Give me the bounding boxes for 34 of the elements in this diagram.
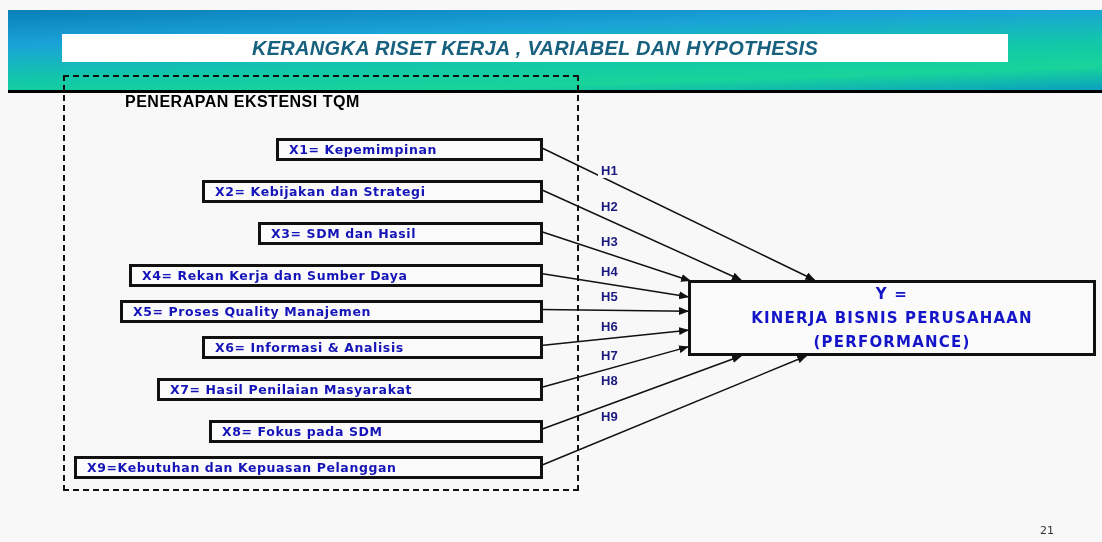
edge-label: H8: [598, 373, 621, 388]
variable-box: [74, 456, 543, 479]
variable-heading: Y =: [874, 284, 910, 305]
edge-label: H5: [598, 289, 621, 304]
group-heading: PENERAPAN EKSTENSI TQM: [125, 93, 360, 111]
edge-label: H1: [598, 163, 621, 178]
dashed-group-frame: [63, 75, 579, 491]
variable-text: X3= SDM dan Hasil: [271, 226, 417, 241]
variable-text: X2= Kebijakan dan Strategi: [215, 184, 426, 199]
edge-label: H7: [598, 348, 621, 363]
edge-label: H4: [598, 264, 621, 279]
variable-box: [157, 378, 543, 401]
variable-box: [202, 180, 543, 203]
edge-label: H9: [598, 409, 621, 424]
variable-text: X9=Kebutuhan dan Kepuasan Pelanggan: [87, 460, 397, 475]
edge-label: H3: [598, 234, 621, 249]
variable-text: X6= Informasi & Analisis: [215, 340, 404, 355]
edge-label: H2: [598, 199, 621, 214]
variable-text: X4= Rekan Kerja dan Sumber Daya: [142, 268, 408, 283]
variable-box: [202, 336, 543, 359]
variable-text: KINERJA BISNIS PERUSAHAAN (PERFORMANCE): [750, 308, 1034, 353]
variable-box: [129, 264, 543, 287]
variable-text: X1= Kepemimpinan: [289, 142, 437, 157]
variable-text: X5= Proses Quality Manajemen: [133, 304, 371, 319]
outcome-box: [688, 280, 1096, 356]
variable-text: X7= Hasil Penilaian Masyarakat: [170, 382, 413, 397]
variable-box: [120, 300, 543, 323]
variable-text: X8= Fokus pada SDM: [222, 424, 383, 439]
page-number: 21: [1040, 524, 1054, 537]
variable-box: [276, 138, 543, 161]
variable-box: [258, 222, 543, 245]
edge-label: H6: [598, 319, 621, 334]
variable-box: [209, 420, 543, 443]
title: KERANGKA RISET KERJA , VARIABEL DAN HYPOTHESIS: [251, 36, 819, 60]
